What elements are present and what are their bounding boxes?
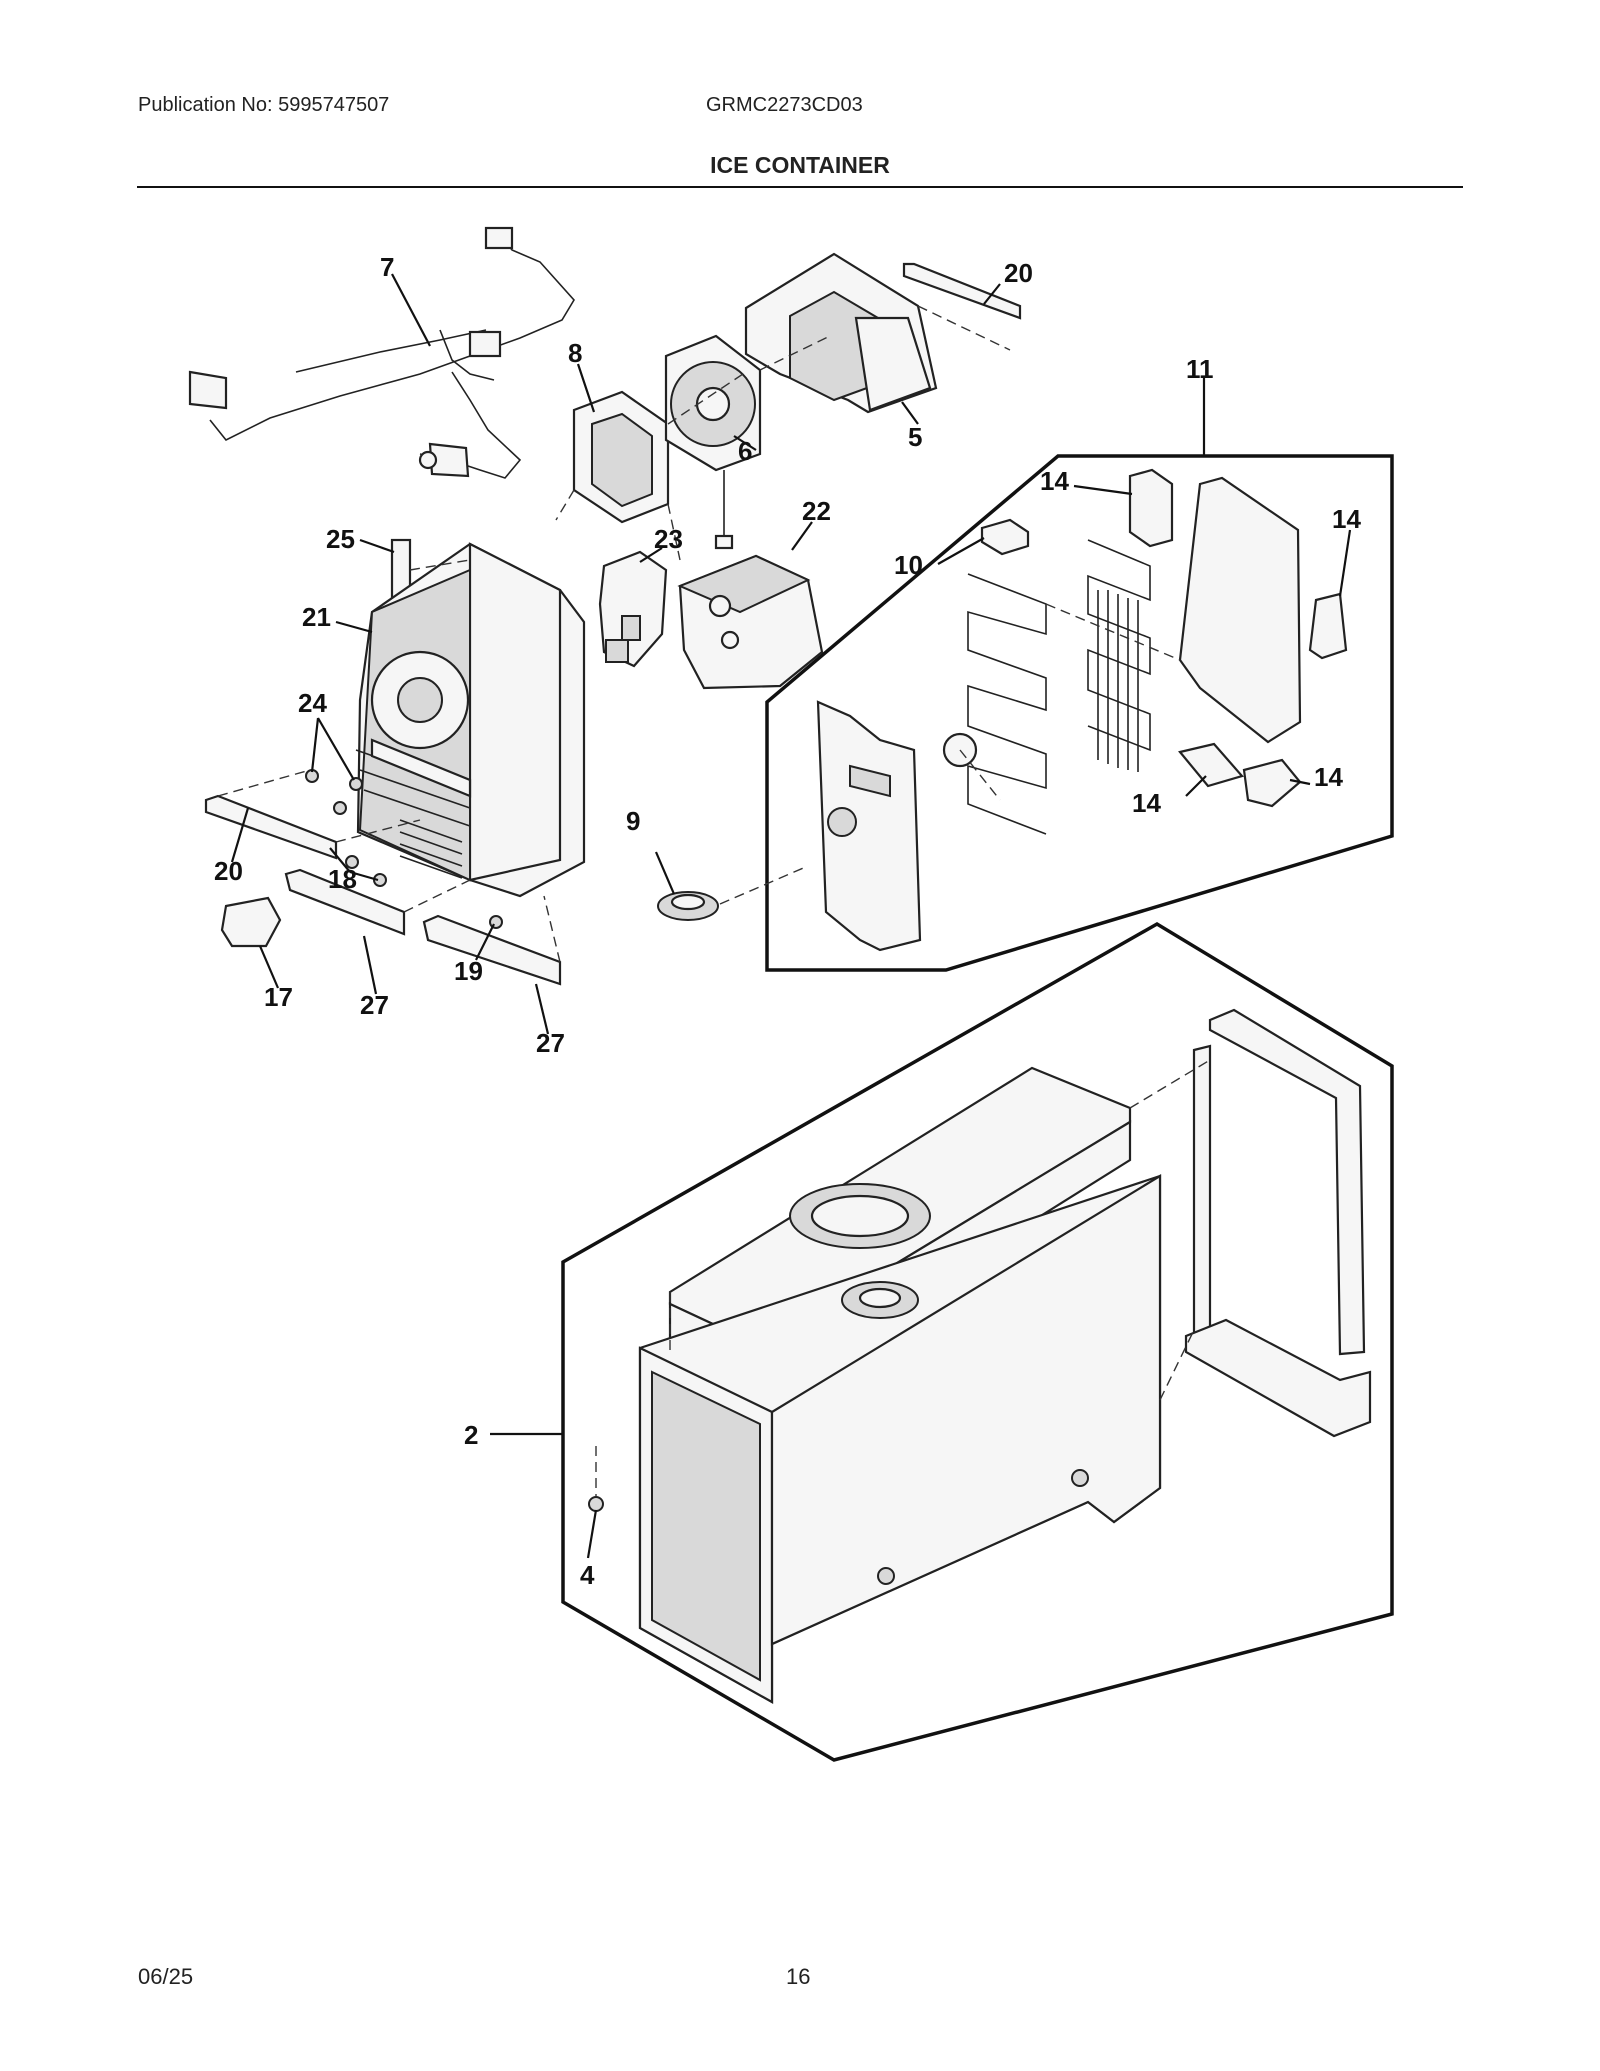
callout-20-left: 20 bbox=[214, 856, 243, 886]
leader-line bbox=[639, 547, 663, 563]
air-duct-part bbox=[744, 252, 938, 414]
leader-line bbox=[310, 717, 320, 773]
gearbox-part bbox=[677, 554, 824, 690]
callout-17: 17 bbox=[264, 982, 293, 1012]
leader-line bbox=[1185, 775, 1207, 797]
foam-strip-part bbox=[204, 794, 338, 860]
callout-27-left: 27 bbox=[360, 990, 389, 1020]
page-number: 16 bbox=[786, 1964, 811, 1989]
leader-line bbox=[791, 521, 813, 551]
leader-line bbox=[258, 945, 280, 989]
callout-27-right: 27 bbox=[536, 1028, 565, 1058]
leader-line bbox=[475, 923, 495, 961]
explosion-line bbox=[719, 865, 809, 905]
explosion-line bbox=[555, 489, 575, 521]
callout-25: 25 bbox=[326, 524, 355, 554]
leader-line bbox=[901, 401, 919, 425]
callout-14-right: 14 bbox=[1332, 504, 1361, 534]
leader-line bbox=[317, 717, 355, 781]
explosion-line bbox=[1159, 1329, 1195, 1401]
insulation-pad-part bbox=[1178, 742, 1244, 788]
connector-part bbox=[980, 518, 1030, 556]
bracket-part bbox=[220, 896, 282, 948]
page-title: ICE CONTAINER bbox=[710, 152, 890, 178]
screw-part bbox=[333, 801, 347, 815]
ice-maker-housing-part bbox=[355, 542, 586, 898]
leader-line bbox=[349, 870, 379, 882]
callout-6: 6 bbox=[738, 436, 752, 466]
model-number: GRMC2273CD03 bbox=[706, 94, 863, 116]
explosion-line bbox=[917, 305, 1011, 351]
callout-5: 5 bbox=[908, 422, 922, 452]
callout-20-top: 20 bbox=[1004, 258, 1033, 288]
shaft-seal-part bbox=[657, 891, 719, 921]
publication-number: Publication No: 5995747507 bbox=[138, 94, 390, 116]
callout-9: 9 bbox=[626, 806, 640, 836]
callout-8: 8 bbox=[568, 338, 582, 368]
callout-2: 2 bbox=[464, 1420, 478, 1450]
footer-date: 06/25 bbox=[138, 1964, 194, 1989]
screw-part bbox=[588, 1496, 604, 1512]
leader-line bbox=[391, 273, 431, 347]
leader-line bbox=[335, 620, 373, 634]
explosion-line bbox=[409, 559, 471, 571]
leader-line bbox=[230, 807, 250, 863]
leader-line bbox=[329, 847, 351, 873]
leader-line bbox=[359, 538, 395, 554]
insulation-pad-part bbox=[1128, 468, 1174, 548]
header-rule bbox=[137, 186, 1463, 188]
callout-14-bottom-right: 14 bbox=[1314, 762, 1343, 792]
explosion-line bbox=[217, 769, 311, 797]
callout-18: 18 bbox=[328, 864, 357, 894]
explosion-line bbox=[667, 503, 681, 561]
callout-14-top: 14 bbox=[1040, 466, 1069, 496]
wire-harness-part bbox=[188, 226, 575, 479]
explosion-line bbox=[1045, 603, 1181, 661]
foam-strip-part bbox=[422, 914, 562, 986]
leader-line bbox=[586, 1509, 598, 1559]
ice-bucket-part bbox=[638, 1066, 1162, 1704]
evaporator-group-frame bbox=[765, 454, 1394, 972]
callout-21: 21 bbox=[302, 602, 331, 632]
leader-line bbox=[1289, 778, 1311, 786]
callout-14-bottom-left: 14 bbox=[1132, 788, 1161, 818]
foam-strip-part bbox=[902, 262, 1022, 320]
leader-line bbox=[1338, 529, 1352, 597]
callout-10: 10 bbox=[894, 550, 923, 580]
ice-container-group-frame bbox=[561, 921, 1394, 1762]
explosion-line bbox=[759, 335, 831, 371]
leader-line bbox=[983, 283, 1001, 305]
insulation-pad-part bbox=[1242, 758, 1302, 808]
explosion-line bbox=[335, 819, 421, 843]
motor-part bbox=[598, 550, 668, 668]
evaporator-coil-part bbox=[942, 539, 1151, 835]
leader-line bbox=[937, 537, 985, 565]
leader-line bbox=[362, 935, 378, 995]
screw-part bbox=[345, 855, 359, 869]
leader-line bbox=[1073, 484, 1133, 496]
callout-4: 4 bbox=[580, 1560, 595, 1590]
fan-shroud-part bbox=[572, 390, 670, 524]
evaporator-cover-part bbox=[1178, 476, 1302, 744]
leader-line bbox=[733, 435, 757, 451]
screw-part bbox=[349, 777, 363, 791]
callout-22: 22 bbox=[802, 496, 831, 526]
ice-bucket-door-part bbox=[1184, 1008, 1372, 1438]
callout-24: 24 bbox=[298, 688, 327, 718]
callout-7: 7 bbox=[380, 252, 394, 282]
callout-19: 19 bbox=[454, 956, 483, 986]
explosion-line bbox=[543, 895, 561, 963]
leader-line bbox=[576, 363, 596, 413]
callout-11: 11 bbox=[1186, 354, 1214, 384]
explosion-line bbox=[403, 879, 471, 913]
explosion-line bbox=[959, 749, 1001, 801]
foam-strip-part bbox=[284, 868, 406, 936]
fan-part bbox=[664, 334, 762, 550]
leader-line bbox=[534, 983, 550, 1035]
leader-line bbox=[654, 851, 676, 895]
callout-23: 23 bbox=[654, 524, 683, 554]
insulation-pad-part bbox=[1308, 592, 1348, 660]
evaporator-front-panel-part bbox=[816, 700, 922, 952]
